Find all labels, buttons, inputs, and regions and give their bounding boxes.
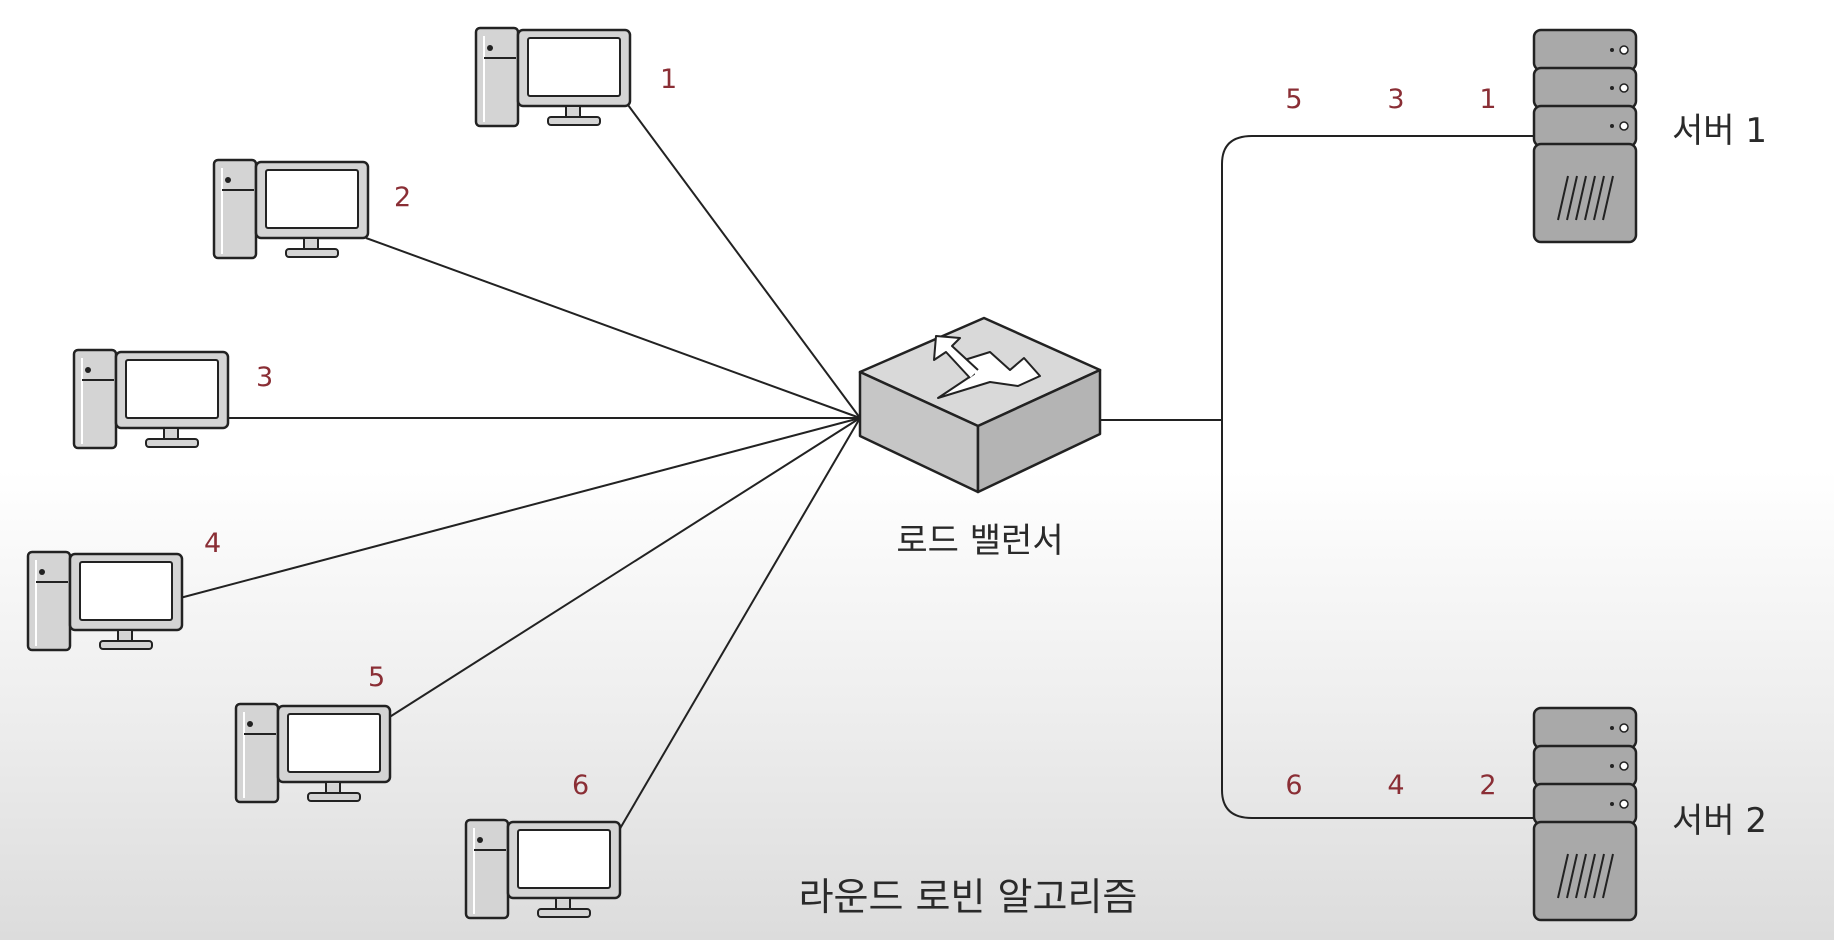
queue-item: 6	[1285, 770, 1302, 801]
link-client-2	[365, 237, 861, 419]
computer-icon	[26, 550, 184, 652]
link-client-6	[617, 417, 861, 833]
link-client-5	[387, 417, 861, 719]
client-5: 5	[234, 662, 392, 804]
computer-icon	[72, 348, 230, 450]
diagram-caption: 라운드 로빈 알고리즘	[799, 875, 1138, 919]
queue-item: 1	[1479, 84, 1496, 115]
server-links	[1100, 135, 1534, 819]
server-1: 5 3 1 서버 1	[1285, 28, 1767, 244]
server-icon	[1532, 706, 1638, 922]
server-label: 서버 1	[1672, 111, 1767, 151]
link-client-4	[179, 417, 861, 599]
client-3: 3	[72, 348, 273, 450]
load-balancer-label: 로드 밸런서	[896, 521, 1063, 561]
client-number: 6	[572, 770, 589, 801]
computer-icon	[474, 26, 632, 128]
client-links	[179, 104, 861, 833]
queue-item: 3	[1387, 84, 1404, 115]
computer-icon	[464, 818, 622, 920]
load-balancer-icon	[858, 316, 1102, 494]
queue-item: 4	[1387, 770, 1404, 801]
load-balancer: 로드 밸런서	[858, 316, 1102, 561]
server-label: 서버 2	[1672, 801, 1767, 841]
server-icon	[1532, 28, 1638, 244]
client-number: 1	[660, 64, 677, 95]
computer-icon	[212, 158, 370, 260]
client-number: 4	[204, 528, 221, 559]
client-2: 2	[212, 158, 411, 260]
server-2: 6 4 2 서버 2	[1285, 706, 1767, 922]
client-number: 2	[394, 182, 411, 213]
queue-item: 5	[1285, 84, 1302, 115]
client-number: 5	[368, 662, 385, 693]
client-6: 6	[464, 770, 622, 920]
link-client-1	[627, 104, 861, 419]
link-lb-server-1	[1221, 135, 1534, 420]
queue-item: 2	[1479, 770, 1496, 801]
computer-icon	[234, 702, 392, 804]
link-lb-server-2	[1221, 420, 1534, 819]
client-1: 1	[474, 26, 677, 128]
client-number: 3	[256, 362, 273, 393]
client-4: 4	[26, 528, 221, 652]
